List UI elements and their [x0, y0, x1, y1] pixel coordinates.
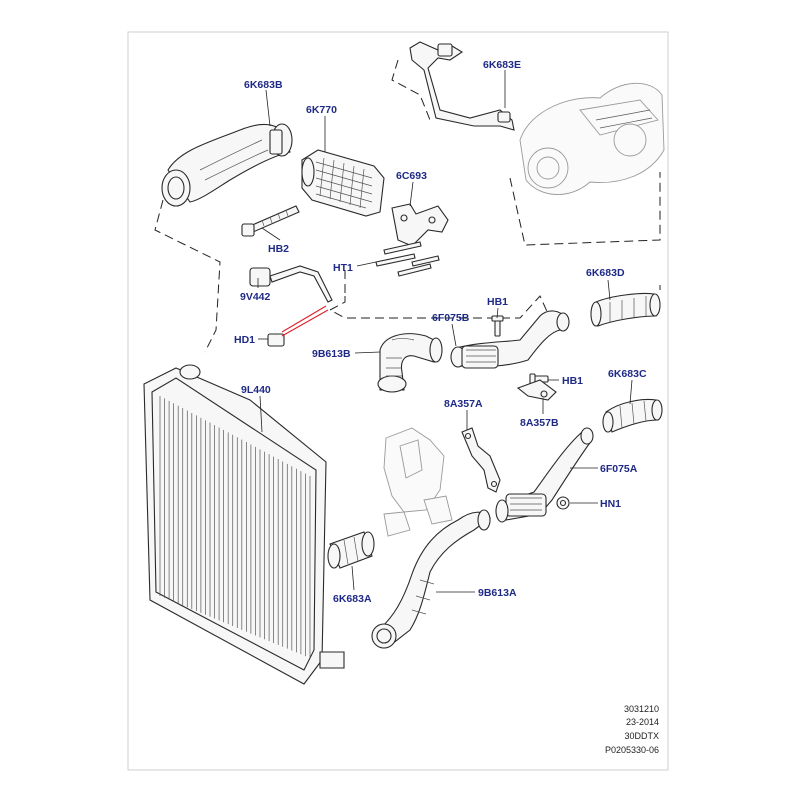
assembly-dash-lines — [154, 59, 661, 353]
callout-HD1: HD1 — [234, 334, 255, 346]
callout-HB1-upper: HB1 — [487, 296, 508, 308]
clip-HD1 — [267, 333, 285, 347]
pipe-6F075B — [450, 310, 570, 369]
resonator-6K770 — [301, 149, 385, 217]
callout-6K683E: 6K683E — [483, 59, 521, 71]
hose-9B613B — [377, 333, 443, 393]
sleeve-6K683A — [327, 531, 375, 569]
reference-line-3: 30DDTX — [624, 731, 659, 741]
highlight-leaders — [281, 305, 329, 337]
callout-HB1-lower: HB1 — [562, 375, 583, 387]
callout-6K683B: 6K683B — [244, 79, 283, 91]
callout-6C693: 6C693 — [396, 170, 427, 182]
bolt-HB2 — [241, 205, 300, 237]
callout-9V442: 9V442 — [240, 291, 271, 303]
callout-HT1: HT1 — [333, 262, 353, 274]
callout-6F075B: 6F075B — [432, 312, 470, 324]
sensor-9V442 — [249, 265, 333, 303]
callout-9B613A: 9B613A — [478, 587, 517, 599]
callout-8A357B: 8A357B — [520, 417, 559, 429]
callout-6K683A: 6K683A — [333, 593, 372, 605]
callout-6K683D: 6K683D — [586, 267, 625, 279]
hose-6K683B — [161, 123, 293, 207]
callout-labels: 6K683B 6K770 6K683E 6C693 HB2 HT1 6K683D… — [234, 59, 647, 605]
bracket-6C693 — [391, 203, 449, 247]
nut-HN1 — [556, 496, 570, 510]
callout-6K770: 6K770 — [306, 104, 337, 116]
pipe-6F075A — [495, 427, 594, 523]
reference-line-4: P0205330-06 — [605, 745, 659, 755]
hose-9B613A — [371, 509, 491, 649]
reference-line-2: 23-2014 — [626, 717, 659, 727]
intercooler-9L440 — [143, 364, 345, 685]
callout-6F075A: 6F075A — [600, 463, 638, 475]
leader-lines — [257, 70, 633, 593]
bracket-8A357B — [516, 379, 557, 401]
engine-housing-illustration — [383, 427, 453, 537]
turbocharger-illustration — [519, 82, 665, 195]
callout-8A357A: 8A357A — [444, 398, 483, 410]
reference-line-1: 3031210 — [624, 704, 659, 714]
hose-6K683D — [590, 292, 661, 327]
callout-HB2: HB2 — [268, 243, 289, 255]
callout-9L440: 9L440 — [241, 384, 271, 396]
hose-6K683C — [602, 398, 663, 433]
callout-9B613B: 9B613B — [312, 348, 351, 360]
callout-HN1: HN1 — [600, 498, 621, 510]
reference-block: 3031210 23-2014 30DDTX P0205330-06 — [605, 704, 659, 755]
bracket-8A357A — [461, 427, 501, 493]
breather-pipe-6K683E — [409, 41, 515, 131]
callout-6K683C: 6K683C — [608, 368, 647, 380]
fasteners-HT1 — [375, 241, 440, 277]
